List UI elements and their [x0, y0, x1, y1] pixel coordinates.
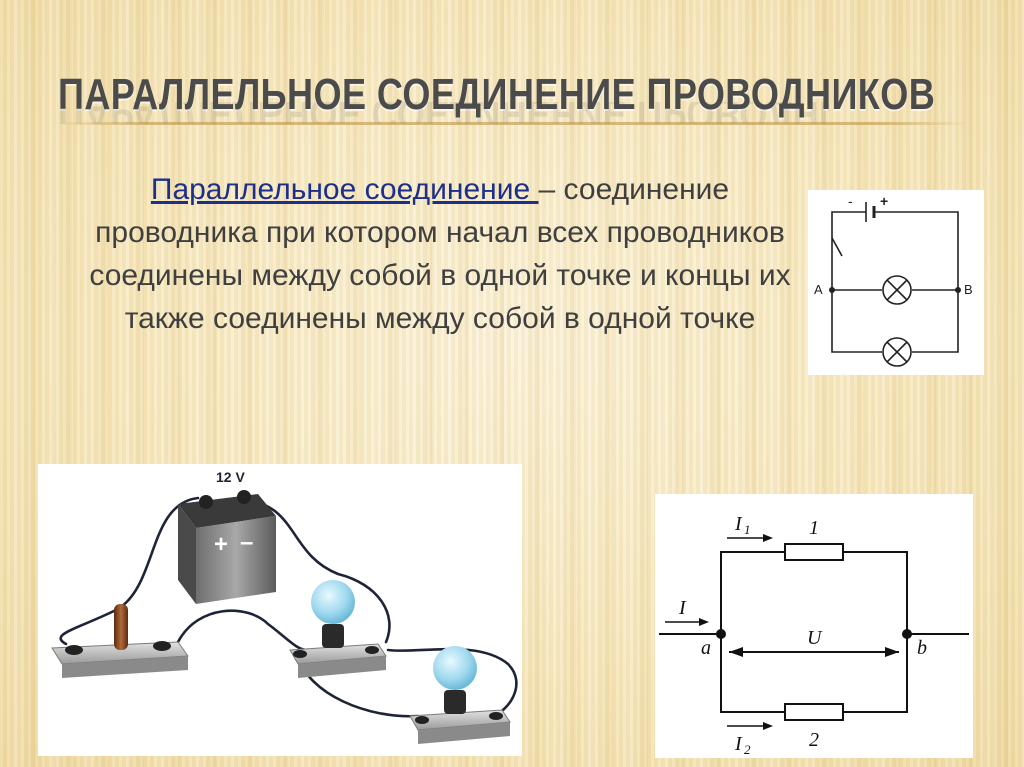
definition-text: Параллельное соединение – соединение про…	[80, 168, 800, 340]
definition-term: Параллельное соединение	[150, 173, 539, 206]
current-2-label: I	[734, 733, 743, 755]
lamp1-icon	[882, 275, 912, 305]
wire-top-right	[874, 211, 959, 290]
node-b-label: b	[917, 637, 927, 659]
node-a-label: a	[701, 637, 711, 659]
current-1-subscript: 1	[744, 522, 751, 537]
resistor-2-label: 2	[809, 729, 819, 751]
slide-title: ПАРАЛЛЕЛЬНОЕ СОЕДИНЕНИЕ ПРОВОДНИКОВ	[58, 70, 936, 119]
resistor-1	[784, 543, 844, 561]
wire-lamp1-lamp2	[386, 647, 518, 718]
resistor-1-label: 1	[809, 517, 819, 539]
definition-body: соединение проводника при котором начал …	[89, 173, 791, 335]
lamp2-bulb	[433, 646, 477, 690]
title-reflection: ПАРАЛЛЕЛЬНОЕ СОЕДИНЕНИЕ ПРОВОДНИКОВ	[58, 102, 829, 124]
lamp2-icon	[882, 337, 912, 367]
wire-battery-switch	[59, 496, 200, 646]
node-b-label: B	[964, 282, 973, 297]
schematic-large-panel: I I 1 I 2 1 2 U a b	[655, 494, 973, 758]
resistor-2	[784, 703, 844, 721]
wire-battery-lamp1	[241, 498, 391, 644]
lower-branch-right	[843, 634, 908, 713]
coil-handle	[114, 604, 128, 650]
current-total-label: I	[678, 597, 687, 619]
definition-dash: –	[538, 173, 556, 206]
wire-top-left	[831, 211, 866, 290]
circuit-illustration-panel: + – 12 V	[38, 464, 522, 756]
wire-switch-lamp1	[176, 609, 308, 652]
node-a-dot	[829, 287, 835, 293]
battery-icon: + –	[178, 490, 276, 604]
battery-voltage-label: 12 V	[216, 469, 245, 485]
title-divider	[55, 122, 970, 125]
schematic-small: - + A B	[814, 193, 973, 367]
lamp2-illustration	[409, 646, 511, 744]
battery-minus-sign: –	[240, 529, 253, 556]
node-a-label: A	[814, 282, 823, 297]
voltage-label: U	[807, 627, 823, 649]
switch-lever	[831, 237, 843, 257]
voltage-arrow-left-head	[729, 647, 743, 657]
battery-minus-label: -	[848, 193, 853, 209]
lamp1-illustration	[289, 580, 387, 678]
switch-icon	[51, 604, 189, 678]
schematic-large: I I 1 I 2 1 2 U a b	[659, 513, 969, 757]
current-2-subscript: 2	[744, 742, 751, 757]
upper-branch-left	[720, 551, 785, 634]
battery-plus-sign: +	[214, 531, 228, 558]
branch2-left	[831, 290, 882, 353]
current-1-label: I	[734, 513, 743, 535]
node-a-dot	[716, 629, 726, 639]
circuit-illustration: + – 12 V	[51, 469, 518, 744]
lower-branch-left	[720, 634, 785, 713]
battery-plus-label: +	[880, 193, 888, 209]
upper-branch-right	[843, 551, 908, 634]
schematic-small-panel: - + A B	[808, 190, 984, 375]
node-b-dot	[902, 629, 912, 639]
node-b-dot	[955, 287, 961, 293]
voltage-arrow-right-head	[885, 647, 899, 657]
lamp1-bulb	[311, 580, 355, 624]
branch2-right	[912, 290, 959, 353]
